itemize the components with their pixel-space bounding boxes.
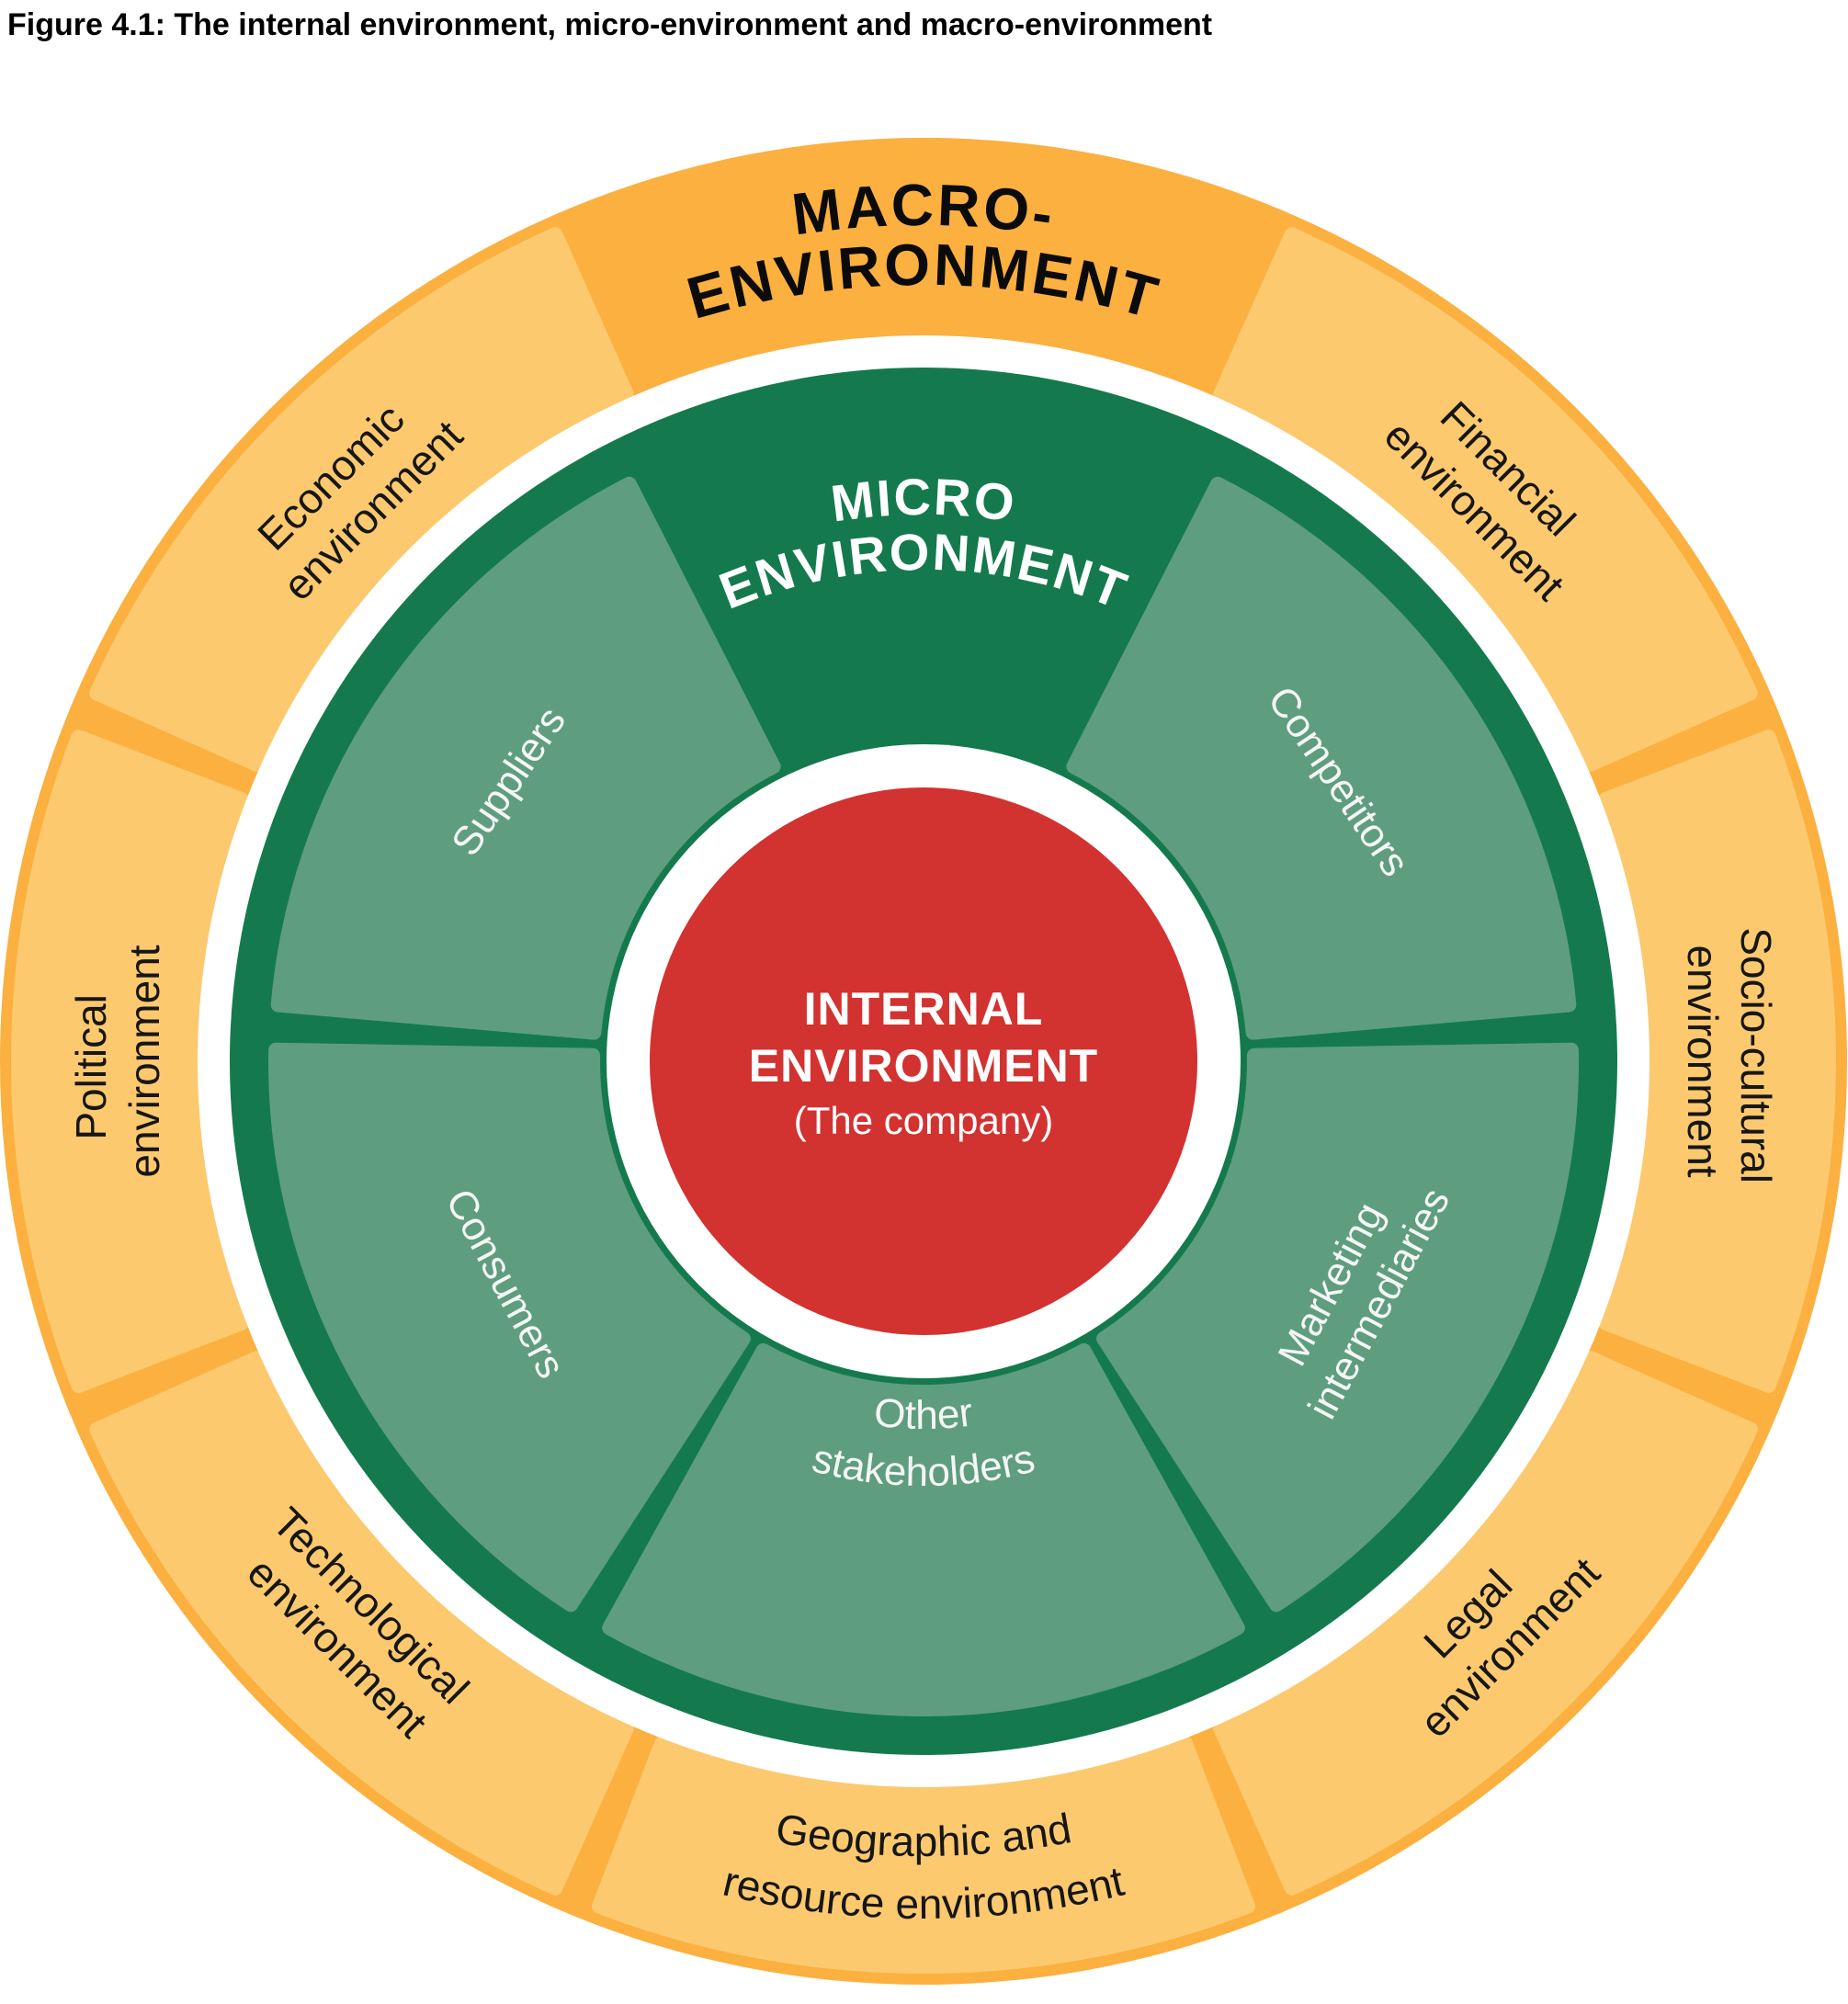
core-label-line3: (The company): [794, 1099, 1053, 1142]
macro-segment-socio-cultural: [1598, 730, 1837, 1393]
macro-label-political-line2: environment: [120, 945, 168, 1177]
macro-label-political-line1: Political: [67, 994, 115, 1140]
macro-segment-geographic: [592, 1736, 1255, 1975]
macro-title-line1: MACRO-: [788, 172, 1060, 248]
micro-segment-marketing-intermediaries: [1096, 1042, 1579, 1613]
macro-label-socio-line2: environment: [1679, 945, 1727, 1177]
macro-label-socio-cultural: Socio-cultural environment: [1679, 927, 1780, 1194]
core-label-line2: ENVIRONMENT: [749, 1040, 1098, 1092]
macro-segment-political: [10, 730, 249, 1393]
core-label-line1: INTERNAL: [804, 983, 1044, 1035]
micro-label-other: Other: [872, 1390, 975, 1439]
micro-title-line1-text: MICRO: [828, 468, 1018, 533]
micro-label-other-line1: Other: [872, 1390, 975, 1439]
internal-core-circle: [650, 787, 1197, 1335]
macro-title-line1-text: MACRO-: [788, 172, 1057, 248]
macro-segment-financial: [1213, 227, 1758, 772]
micro-title-line1: MICRO: [828, 468, 1020, 533]
macro-segment-economic: [89, 227, 634, 772]
micro-segment-other-stakeholders: [602, 1342, 1245, 1716]
macro-segment-legal: [1213, 1351, 1758, 1896]
micro-segment-competitors: [1066, 476, 1577, 1040]
macro-label-political: Political environment: [67, 945, 168, 1177]
macro-segment-technological: [89, 1351, 634, 1896]
micro-segment-suppliers: [270, 476, 781, 1040]
macro-label-socio-line1: Socio-cultural: [1732, 927, 1780, 1183]
figure-title: Figure 4.1: The internal environment, mi…: [7, 7, 1212, 42]
micro-segment-consumers: [268, 1042, 751, 1613]
